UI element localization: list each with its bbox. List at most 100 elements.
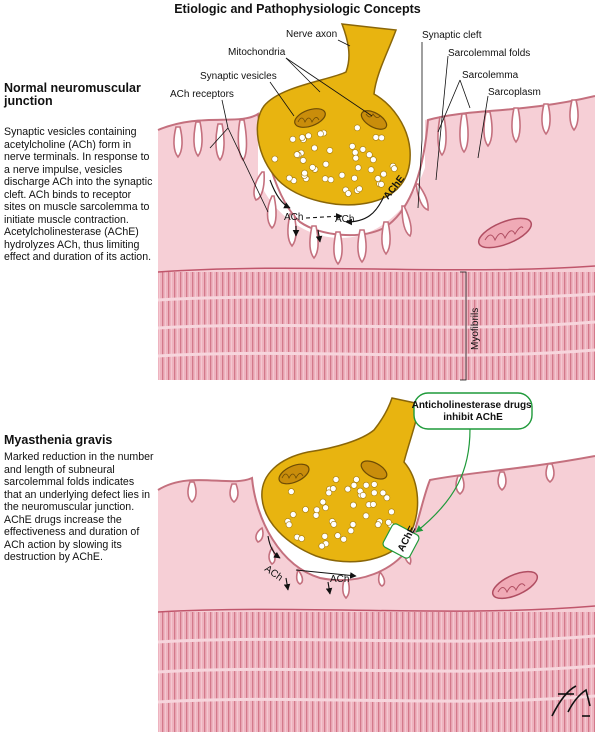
synaptic-vesicle [348, 143, 356, 150]
mg-terminal-mitochondria [278, 460, 388, 485]
synaptic-vesicle [311, 144, 318, 152]
synaptic-vesicle [330, 520, 338, 528]
synaptic-vesicle [353, 124, 361, 132]
synaptic-vesicle [298, 535, 305, 542]
mg-sarcolemma-membrane [157, 455, 595, 582]
synaptic-vesicle [369, 501, 377, 508]
mitochondria-label: Mitochondria [228, 47, 286, 58]
synaptic-vesicle [365, 151, 373, 158]
myasthenia-panel: ACh ACh AChE Anticholinesterase drugs in… [157, 392, 595, 732]
synaptic-vesicle [321, 175, 329, 182]
artist-signature [551, 685, 591, 717]
mg-sarcoplasm-region [158, 456, 595, 620]
synaptic-vesicle [293, 151, 301, 158]
myasthenia-heading: Myasthenia gravis [4, 433, 113, 447]
synaptic-vesicle [301, 169, 308, 177]
mg-ach-pathway-arrows [267, 535, 357, 595]
synaptic-vesicle [377, 181, 385, 188]
sarcoplasm-label: Sarcoplasm [488, 87, 541, 98]
synaptic-vesicle [289, 135, 297, 143]
synaptic-vesicle [338, 171, 346, 179]
ach-label-left: ACh [284, 212, 303, 223]
synaptic-vesicle [362, 481, 370, 489]
synaptic-vesicle [388, 508, 395, 516]
synaptic-vesicle [322, 504, 329, 512]
synaptic-vesicle [318, 542, 326, 550]
mg-myofibrils-band [157, 605, 595, 732]
leader-lines [209, 39, 489, 381]
synaptic-vesicle [374, 521, 382, 528]
sarcolemma-label: Sarcolemma [462, 70, 519, 81]
synaptic-vesicle [349, 521, 357, 528]
synaptic-vesicles-label: Synaptic vesicles [200, 71, 277, 82]
synaptic-vesicle [317, 130, 324, 138]
nerve-axon-label: Nerve axon [286, 29, 337, 40]
sarcolemmal-folds [173, 99, 579, 266]
synaptic-vesicle [347, 527, 355, 535]
synaptic-vesicle [319, 498, 327, 506]
synaptic-vesicle [322, 160, 330, 168]
synaptic-vesicle [326, 147, 334, 154]
synaptic-vesicle [299, 157, 307, 164]
synaptic-vesicle [344, 485, 352, 493]
myofibrils-band [157, 265, 595, 384]
synaptic-vesicle [369, 156, 377, 163]
synaptic-vesicle [353, 476, 360, 483]
synaptic-vesicle [350, 481, 358, 489]
synaptic-vesicle [305, 132, 312, 140]
synaptic-vesicle [372, 134, 380, 141]
synaptic-vesicle [370, 489, 378, 497]
synaptic-vesicle [334, 532, 342, 539]
synaptic-vesicle [285, 521, 293, 529]
synaptic-vesicle [327, 176, 335, 183]
normal-description: Synaptic vesicles containing acetylcholi… [4, 126, 153, 263]
synaptic-vesicle [378, 134, 385, 142]
page-title: Etiologic and Pathophysiologic Concepts [174, 2, 421, 16]
synaptic-vesicle [354, 164, 362, 171]
synaptic-vesicle [302, 506, 309, 513]
synaptic-vesicle [367, 166, 375, 173]
synaptic-vesicle [321, 532, 329, 540]
synaptic-cleft-label: Synaptic cleft [422, 30, 482, 41]
mg-ach-label-right: ACh [330, 574, 349, 585]
synaptic-vesicle [340, 535, 348, 543]
synaptic-vesicle [385, 518, 392, 526]
synaptic-vesicle [370, 481, 378, 488]
synaptic-vesicle [329, 485, 337, 492]
synaptic-vesicle [325, 489, 333, 497]
synaptic-vesicle [350, 501, 357, 509]
synaptic-vesicle [289, 511, 297, 518]
synaptic-vesicle [309, 164, 316, 171]
muscle-mitochondrion [477, 217, 533, 249]
synaptic-vesicles [271, 124, 398, 197]
sarcoplasm-region-right [425, 96, 595, 280]
synaptic-vesicle [312, 511, 320, 519]
sarcoplasm-region [158, 114, 258, 280]
mg-ache-box: AChE [382, 523, 420, 559]
sarcolemmal-folds-label: Sarcolemmal folds [448, 48, 530, 59]
myofibrils-label: Myofibrils [470, 308, 481, 350]
callout-text: Anticholinesterase drugs inhibit AChE [412, 400, 535, 423]
synaptic-vesicle [383, 494, 391, 502]
synaptic-vesicle [285, 174, 293, 182]
synaptic-vesicle [287, 488, 295, 495]
ach-pathway-arrows [269, 179, 385, 243]
synaptic-vesicle [351, 149, 359, 156]
terminal-mitochondria [294, 108, 388, 130]
synaptic-vesicle [359, 146, 367, 153]
synaptic-vesicle [374, 175, 382, 182]
synaptic-vesicle [313, 506, 321, 514]
synaptic-vesicle [379, 489, 387, 497]
synaptic-vesicle [298, 134, 306, 141]
normal-panel: ACh ACh AChE Nerve axon Mitochondria Syn… [157, 23, 595, 384]
ach-receptors-label: ACh receptors [170, 89, 234, 100]
myasthenia-description: Marked reduction in the number and lengt… [4, 451, 154, 563]
synaptic-vesicle [362, 512, 370, 520]
mg-muscle-mitochondrion [491, 570, 539, 600]
synaptic-vesicle [271, 155, 279, 163]
synaptic-vesicle [359, 491, 367, 499]
synaptic-vesicle [351, 174, 358, 182]
synaptic-vesicle [332, 476, 340, 483]
synaptic-vesicle [390, 165, 398, 172]
